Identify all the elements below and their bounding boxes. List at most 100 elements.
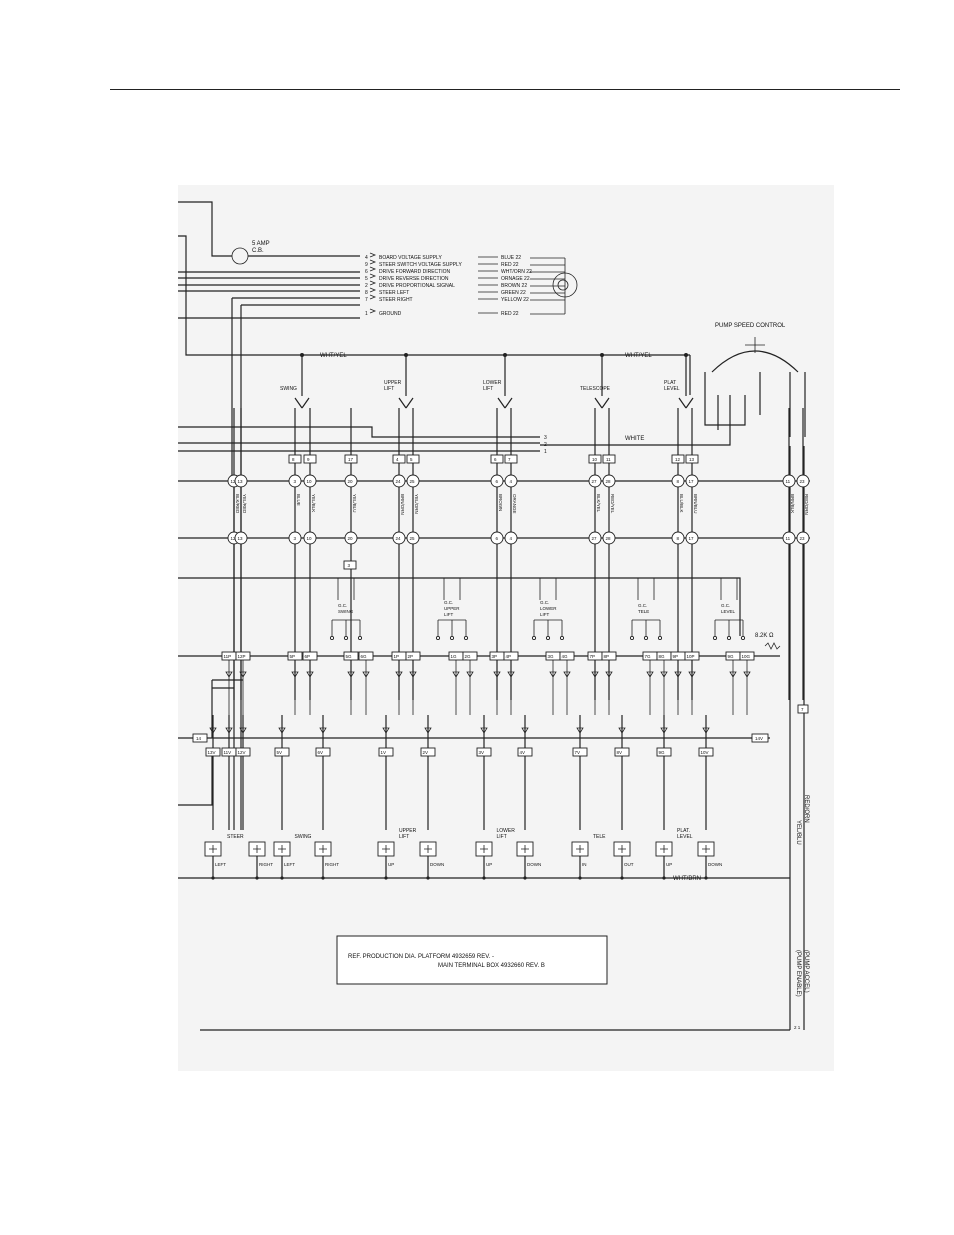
- gc-contact: [449, 635, 455, 641]
- gc-switch-wiring: [437, 578, 467, 636]
- wire-number: 28: [606, 536, 612, 541]
- switch-label: LIFT: [483, 386, 493, 392]
- valve-group-label: UPPER: [399, 828, 417, 834]
- v-terminal-label: 3V: [479, 750, 485, 755]
- wire-number-circle: [288, 474, 302, 488]
- switch-label: LOWER: [483, 380, 502, 386]
- ground-junction: [255, 876, 259, 880]
- pump-accel-label: (PUMP ACCEL): [803, 950, 809, 993]
- wire-number: 27: [592, 479, 598, 484]
- wire-number: 11: [786, 479, 791, 484]
- wire-number: 10: [307, 536, 313, 541]
- connector-pin: 6: [365, 269, 368, 275]
- gc-contact: [559, 635, 565, 641]
- diode: [507, 660, 515, 715]
- wht-yel-label-2: WHT/YEL: [625, 353, 652, 359]
- connector-pin: 4: [365, 255, 368, 261]
- valve-function-label: IN: [582, 862, 587, 867]
- ground-junction: [384, 876, 388, 880]
- terminal-14-label: 14: [196, 736, 202, 741]
- wire-number-circle: [392, 474, 406, 488]
- wire-square: [671, 454, 685, 464]
- wire-number: 12: [231, 479, 237, 484]
- wire-color-label: YEL/RED: [242, 494, 247, 514]
- p-terminal-label: 1P: [394, 654, 400, 659]
- gc-label: TELE: [638, 609, 649, 614]
- p-terminal-label: 5G: [346, 654, 353, 659]
- wire-number: 3: [294, 479, 297, 484]
- wire-number: 17: [689, 536, 695, 541]
- valve-group-label: LOWER: [497, 828, 516, 834]
- p-terminal-label: 9G: [728, 654, 735, 659]
- connector-arrow: [369, 259, 377, 265]
- switch-label: LIFT: [384, 386, 394, 392]
- connector-pin: 8: [365, 290, 368, 296]
- wire-number: 13: [238, 479, 244, 484]
- wire-number: 4: [510, 536, 513, 541]
- pump-pins-label: 2 1: [794, 1025, 801, 1030]
- gc-contact: [726, 635, 732, 641]
- connector-wire: ORNAGE 22: [501, 276, 530, 282]
- switch-contact: [497, 355, 513, 409]
- connector-arrow: [369, 287, 377, 293]
- diode: [409, 660, 417, 715]
- ground-junction: [662, 876, 666, 880]
- wire-number: 23: [800, 479, 806, 484]
- wire-number: 23: [800, 536, 806, 541]
- valve-coil-symbol: [278, 845, 286, 853]
- diode: [563, 660, 571, 715]
- diode: [424, 727, 432, 734]
- gc-contact: [712, 635, 718, 641]
- wire-number: 8: [677, 536, 680, 541]
- wht-brn-label: WHT/BRN: [673, 876, 701, 882]
- wire-number: 24: [396, 479, 402, 484]
- wire-color-label: YEL/BLK: [311, 494, 316, 512]
- p-terminal-label: 2G: [465, 654, 472, 659]
- connector-wire: RED 22: [501, 262, 519, 268]
- gc-switch-wiring: [331, 578, 361, 636]
- p-terminal-label: 4P: [506, 654, 512, 659]
- gc-label: UPPER: [444, 606, 460, 611]
- wire-number-circle: [288, 531, 302, 545]
- wire-number: 11: [786, 536, 791, 541]
- switch-contact: [398, 355, 414, 409]
- ground-junction: [426, 876, 430, 880]
- wire-number: 3: [294, 536, 297, 541]
- diode: [674, 660, 682, 715]
- p-terminal-label: 8P: [604, 654, 610, 659]
- connector-arrow: [369, 308, 377, 314]
- page-header-rule: [110, 89, 900, 90]
- wire-square: [303, 454, 317, 464]
- wire-number-circle: [671, 531, 685, 545]
- yel-blu-label: YEL/BLU: [795, 820, 801, 845]
- wire-square-label: 7: [508, 457, 511, 462]
- wire-square-label: 9: [307, 457, 310, 462]
- connector-wire: BROWN 22: [501, 283, 527, 289]
- wire-number-circle: [685, 531, 699, 545]
- connector-arrow: [369, 280, 377, 286]
- switch-contact: [678, 355, 694, 409]
- diode: [306, 660, 314, 715]
- terminal-7-label: 7: [801, 707, 804, 712]
- p-terminal-label: 4G: [562, 654, 569, 659]
- wire-number: 12: [231, 536, 237, 541]
- wire-square: [602, 454, 616, 464]
- valve-coil-symbol: [660, 845, 668, 853]
- wire-columns: 1212BLK/RED1313YEL/RED833BLUE91010YEL/BL…: [227, 408, 810, 700]
- wire-color-label: BRN/ORN: [400, 494, 405, 515]
- wire-number: 4: [510, 479, 513, 484]
- connector-function: GROUND: [379, 311, 402, 317]
- ground-junction: [211, 876, 215, 880]
- diode: [362, 660, 370, 715]
- valve-coil-symbol: [209, 845, 217, 853]
- wire-number-circle: [490, 474, 504, 488]
- diode: [729, 660, 737, 715]
- wire-number-circle: [588, 531, 602, 545]
- gc-label: G.C.: [540, 600, 549, 605]
- gc-label: G.C.: [338, 603, 347, 608]
- wire-number: 25: [410, 479, 416, 484]
- wire-color-label: RED/YEL: [610, 494, 615, 514]
- valve-coil-symbol: [576, 845, 584, 853]
